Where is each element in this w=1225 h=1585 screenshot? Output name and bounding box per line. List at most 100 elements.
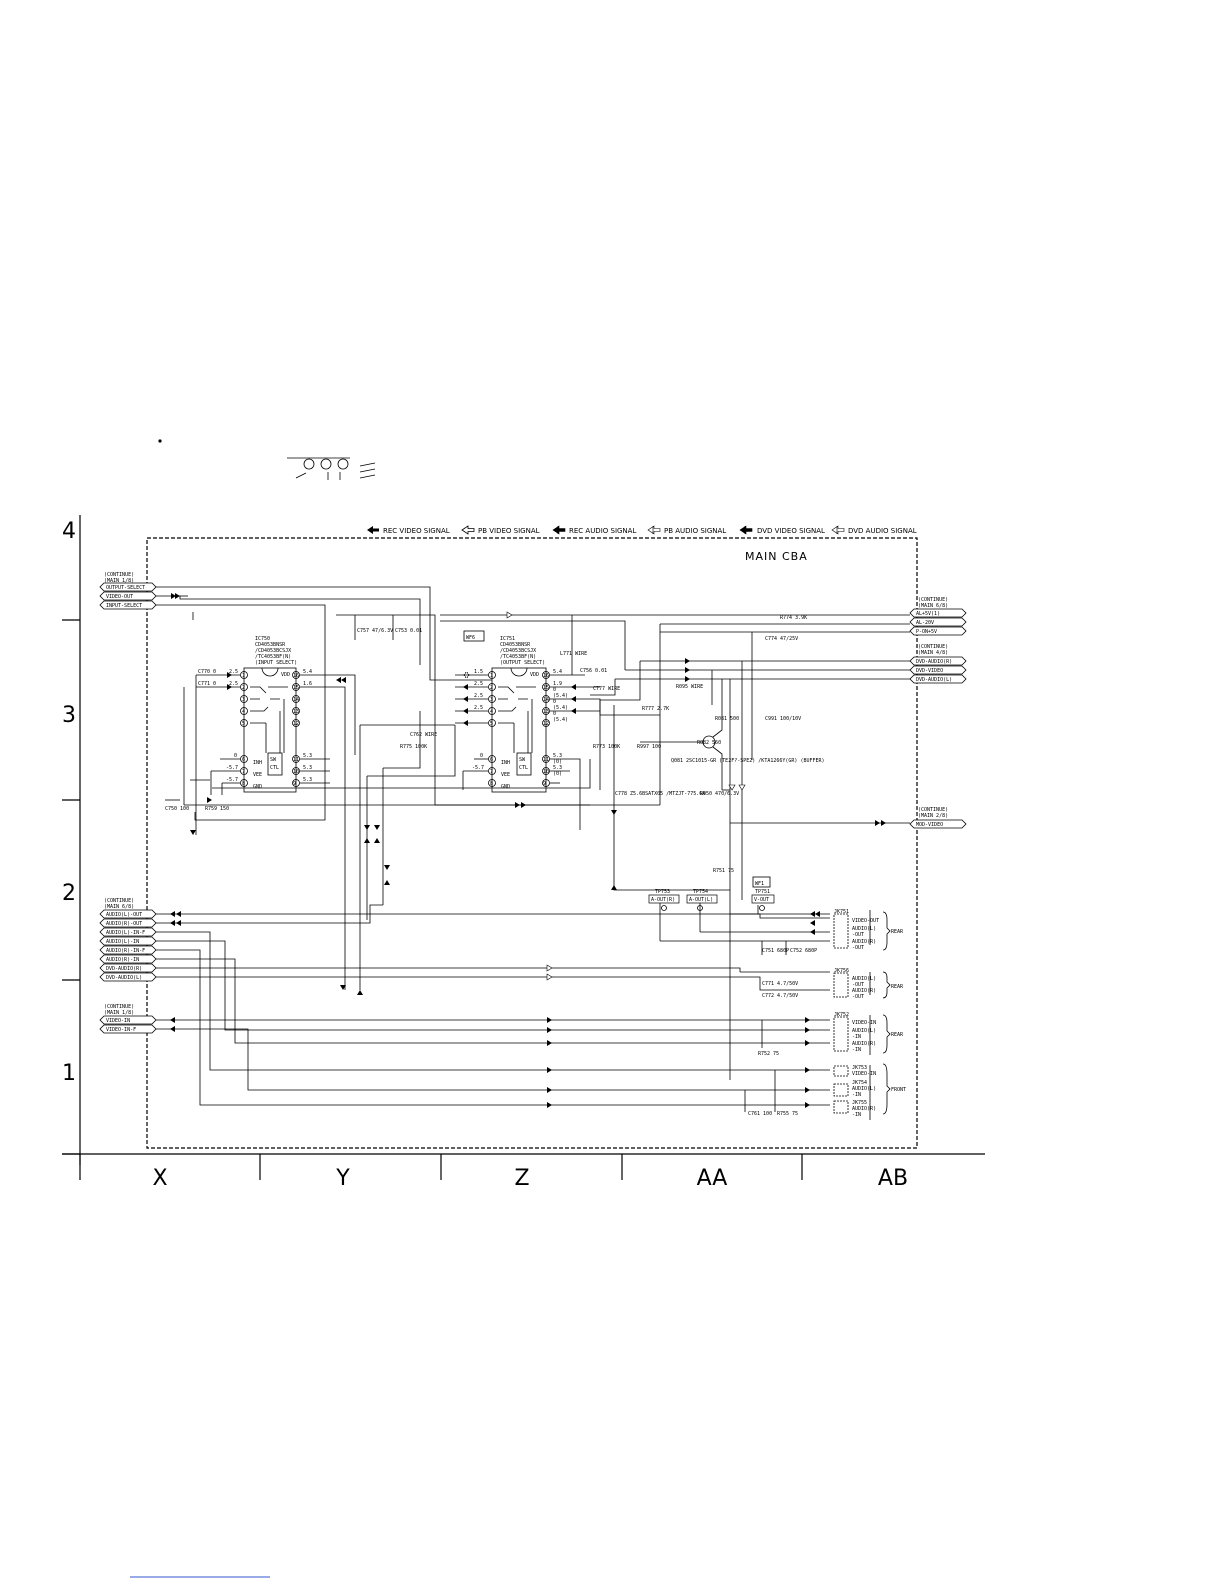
ic750-pin-4: 4 xyxy=(242,709,245,715)
left-sig-audio-r-in: AUDIO(R)-IN xyxy=(106,957,139,963)
ic750-vdd: VDD xyxy=(281,672,290,678)
ic751-pin-11: 11 xyxy=(543,757,549,763)
comp-c751: C751 680P xyxy=(762,948,789,954)
right-sig-pon5v: P-ON+5V xyxy=(916,629,937,635)
ic751-v-right-9: 5.3 xyxy=(553,753,562,759)
legend-pb-video: PB VIDEO SIGNAL xyxy=(478,527,540,535)
right-sig-dvd-audio-r: DVD-AUDIO(R) xyxy=(916,659,952,665)
legend-dvd-video: DVD VIDEO SIGNAL xyxy=(757,527,825,535)
jk752-ref: JK752 xyxy=(834,1012,849,1018)
comp-c772: C772 4.7/50V xyxy=(762,993,798,999)
ic751-pin-8: 8 xyxy=(490,781,493,787)
ic751-function: (OUTPUT SELECT) xyxy=(500,660,545,666)
ic751-pin-12: 12 xyxy=(543,721,549,727)
right-group3-ref: (MAIN 2/8) xyxy=(918,813,948,819)
ic751-pin-16: 16 xyxy=(543,673,549,679)
left-sig-audio-r-in-f: AUDIO(R)-IN-F xyxy=(106,948,145,954)
comp-r775: R775 100K xyxy=(400,744,427,750)
jk756-l3: AUDIO(R) xyxy=(852,988,876,994)
ic750-v-left-4: -5.7 xyxy=(226,765,238,771)
jacks: JK751 VIDEO-OUT AUDIO(L) -OUT AUDIO(R) -… xyxy=(833,909,906,1118)
left-group2-continue: (CONTINUE) xyxy=(104,898,134,904)
right-group3-continue: (CONTINUE) xyxy=(918,807,948,813)
ic751-pin-13: 13 xyxy=(543,709,549,715)
left-sig-audio-r-out: AUDIO(R)-OUT xyxy=(106,921,142,927)
jk752-l4: AUDIO(R) xyxy=(852,1041,876,1047)
left-sig-dvd-audio-r: DVD-AUDIO(R) xyxy=(106,966,142,972)
comp-r752: R752 75 xyxy=(758,1051,779,1057)
ic751-v-right-3: 0 xyxy=(553,687,556,693)
left-sig-audio-l-out: AUDIO(L)-OUT xyxy=(106,912,142,918)
ic751-v-right-2: 1.9 xyxy=(553,681,562,687)
jk751-l5: -OUT xyxy=(852,945,864,951)
jk753-side: FRONT xyxy=(891,1087,906,1093)
jk752-l3: -IN xyxy=(852,1034,861,1040)
col-label-ab: AB xyxy=(878,1166,908,1191)
legend-arrow-rec-video-icon xyxy=(367,526,379,534)
legend-arrow-rec-audio-icon xyxy=(552,525,566,535)
ic751-pin-9: 9 xyxy=(543,781,546,787)
col-label-y: Y xyxy=(335,1166,350,1191)
jk755-l1: AUDIO(R) xyxy=(852,1106,876,1112)
right-group2-continue: (CONTINUE) xyxy=(918,644,948,650)
ic750-v-right-2: 1.6 xyxy=(303,681,312,687)
ic751-pin-5: 5 xyxy=(490,721,493,727)
ic750-gnd: GND xyxy=(253,784,262,790)
right-group1-ref: (MAIN 6/8) xyxy=(918,603,948,609)
ic750-pin-1: 1 xyxy=(242,673,245,679)
signal-arrows xyxy=(170,593,886,1108)
jk754-l2: -IN xyxy=(852,1092,861,1098)
ic750-part-1: CD4053BNSR xyxy=(255,642,286,648)
ic751-ref: IC751 xyxy=(500,636,515,642)
ic750-pin-5: 5 xyxy=(242,721,245,727)
ic751-part-3: /TC4053BF(N) xyxy=(500,654,536,660)
ic750-pin-8: 8 xyxy=(242,781,245,787)
ic750-pin-7: 7 xyxy=(242,769,245,775)
ic750-sw: SW xyxy=(270,757,277,763)
comp-c778: C778 Z5.6BSATX05 /MTZJT-775.6A xyxy=(615,791,705,797)
ic751-v-right-11: 5.3 xyxy=(553,765,562,771)
ic750-pin-15: 15 xyxy=(293,685,299,691)
legend-rec-audio: REC AUDIO SIGNAL xyxy=(569,527,636,535)
legend-arrow-dvd-audio-icon xyxy=(831,525,845,535)
ic750-pin-13: 13 xyxy=(293,709,299,715)
row-label-2: 2 xyxy=(62,881,76,906)
ic750-pin-6: 6 xyxy=(242,757,245,763)
col-label-x: X xyxy=(152,1166,167,1191)
ic751-v-left-3: 2.5 xyxy=(474,693,483,699)
test-points: TP753 A-OUT(R) TP754 A-OUT(L) TP751 V-OU… xyxy=(648,889,775,911)
legend-dvd-audio: DVD AUDIO SIGNAL xyxy=(848,527,917,535)
ic750-function: (INPUT SELECT) xyxy=(255,660,297,666)
jk751-l3: -OUT xyxy=(852,932,864,938)
ground-symbol-fragment xyxy=(287,457,376,480)
wf6-tag: WF6 xyxy=(466,635,475,641)
ic751-pin-1: 1 xyxy=(490,673,493,679)
tp751-ref: TP751 xyxy=(755,889,770,895)
bullet-dot xyxy=(158,439,162,443)
comp-r997: R997 100 xyxy=(637,744,661,750)
wf1-tag-box xyxy=(752,876,771,888)
comp-c771b: C771 4.7/50V xyxy=(762,981,798,987)
comp-r759: R759 150 xyxy=(205,806,229,812)
ic751-pin-4: 4 xyxy=(490,709,493,715)
ic751-v-right-10: (0) xyxy=(553,759,562,765)
ic751-gnd: GND xyxy=(501,784,510,790)
ic750-vee: VEE xyxy=(253,772,262,778)
comp-c750: C750 100 xyxy=(165,806,189,812)
ic750-v-left-1: 2.5 xyxy=(229,669,238,675)
ic750-pin-12: 12 xyxy=(293,721,299,727)
board-title: MAIN CBA xyxy=(745,550,808,563)
ic751-chip: IC751 CD4053BNSR /CD4053BCSJX /TC4053BF(… xyxy=(472,636,568,793)
ic750-pin-2: 2 xyxy=(242,685,245,691)
ic751-pin-10: 10 xyxy=(543,769,549,775)
comp-c756: C756 0.01 xyxy=(580,668,607,674)
left-sig-dvd-audio-l: DVD-AUDIO(L) xyxy=(106,975,142,981)
jk752-l2: AUDIO(L) xyxy=(852,1028,876,1034)
left-sig-video-in: VIDEO-IN xyxy=(106,1018,130,1024)
tp754-ref: TP754 xyxy=(693,889,708,895)
left-sig-audio-l-in-f: AUDIO(L)-IN-F xyxy=(106,930,145,936)
comp-r755: R755 75 xyxy=(777,1111,798,1117)
signal-legend: REC VIDEO SIGNAL PB VIDEO SIGNAL REC AUD… xyxy=(367,525,917,535)
ic751-v-left-6: -5.7 xyxy=(472,765,484,771)
